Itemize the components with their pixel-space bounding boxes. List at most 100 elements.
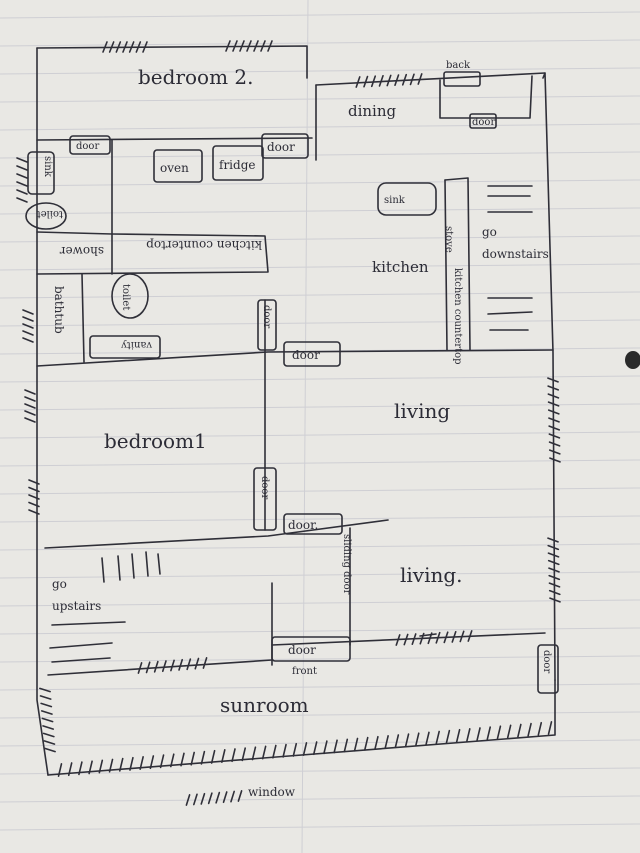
window-hatch xyxy=(190,751,195,766)
label-window: window xyxy=(248,785,296,799)
window-hatch xyxy=(39,687,51,693)
window-hatch xyxy=(506,724,512,739)
room-living-lower: living. xyxy=(400,563,463,587)
window-hatch xyxy=(237,790,243,802)
binder-hole xyxy=(625,351,640,369)
stair-tick xyxy=(145,551,149,577)
window-hatch xyxy=(443,631,449,644)
paper-line xyxy=(0,487,640,495)
paper-line xyxy=(0,515,640,523)
label-door-bedroom1: door xyxy=(259,476,270,499)
window-hatch xyxy=(22,323,34,329)
window-hatch xyxy=(451,630,457,643)
window-hatch xyxy=(323,740,328,755)
window-hatch xyxy=(549,457,561,463)
room-sunroom: sunroom xyxy=(220,693,309,717)
room-dining: dining xyxy=(348,102,397,120)
paper-grid-lines xyxy=(0,11,640,831)
window-hatch xyxy=(24,417,36,423)
window-hatch xyxy=(548,574,561,581)
window-hatch xyxy=(16,181,28,187)
window-hatch xyxy=(142,41,148,53)
walls xyxy=(36,45,556,776)
window-hatch xyxy=(230,790,235,803)
door-bedroom1-side-box xyxy=(283,513,343,535)
paper-line xyxy=(0,375,640,383)
paper-line xyxy=(0,263,640,271)
window-hatch xyxy=(343,738,349,753)
window-hatch xyxy=(547,401,560,407)
window-hatch xyxy=(312,741,318,756)
label-sink-kitchen: sink xyxy=(384,195,406,206)
window-hatch xyxy=(28,494,40,500)
window-hatch xyxy=(28,479,40,485)
window-hatch xyxy=(401,73,408,86)
window-hatch xyxy=(292,742,298,757)
window-hatch xyxy=(115,41,122,53)
window-hatch xyxy=(467,630,473,642)
label-back: back xyxy=(446,60,471,71)
window-hatch xyxy=(28,509,40,515)
label-oven: oven xyxy=(160,161,189,175)
window-hatch xyxy=(517,723,522,738)
window-hatch xyxy=(547,559,560,566)
window-hatch xyxy=(232,40,238,52)
window-hatch xyxy=(395,634,401,646)
window-hatch xyxy=(22,316,34,322)
window-hatch xyxy=(180,752,185,767)
window-hatch xyxy=(282,743,287,758)
window-hatch xyxy=(548,417,560,423)
paper-line xyxy=(0,683,640,691)
door-back-box xyxy=(469,113,497,129)
window-hatch xyxy=(547,721,553,735)
paper-line xyxy=(0,627,640,635)
paper-line xyxy=(0,431,640,439)
room-bedroom-2: bedroom 2. xyxy=(138,65,254,89)
label-door-front: door xyxy=(288,643,316,657)
window-hatch xyxy=(41,717,54,723)
window-hatch xyxy=(241,747,247,762)
paper-line xyxy=(0,95,640,103)
window-hatch xyxy=(43,740,56,745)
stair-tick xyxy=(157,553,161,575)
toilet-bowl xyxy=(25,202,67,230)
window-hatch xyxy=(28,501,40,508)
window-hatch xyxy=(246,40,252,52)
window-hatch xyxy=(118,757,124,772)
stair-step xyxy=(419,633,437,637)
window-hatch xyxy=(496,725,502,740)
window-hatch xyxy=(102,41,108,53)
window-hatch xyxy=(547,552,560,558)
window-hatch xyxy=(547,393,560,399)
label-toilet: toilet xyxy=(37,208,63,219)
stair-tick xyxy=(117,555,121,581)
toilet-2-bowl xyxy=(111,273,149,319)
window-hatch xyxy=(548,582,561,588)
window-hatch xyxy=(170,659,175,672)
label-front: front xyxy=(292,666,317,677)
label-shower: shower xyxy=(60,244,104,258)
oven-box xyxy=(153,149,203,183)
window-hatch xyxy=(40,702,53,708)
window-hatch xyxy=(108,41,115,53)
window-hatch xyxy=(537,721,543,736)
window-hatch xyxy=(186,658,192,671)
window-hatch xyxy=(39,695,52,700)
window-hatch xyxy=(135,41,142,53)
window-hatch xyxy=(547,377,559,383)
paper-line xyxy=(0,291,640,299)
window-hatch xyxy=(22,337,34,343)
window-hatch xyxy=(547,409,560,415)
room-bedroom-1: bedroom1 xyxy=(104,429,207,453)
window-hatch xyxy=(486,726,492,741)
window-hatch xyxy=(403,633,409,646)
label-door-bath-top: door xyxy=(76,141,99,152)
window-hatch xyxy=(239,40,245,52)
door-front-box xyxy=(271,636,351,662)
vanity-box xyxy=(89,335,161,359)
paper-line xyxy=(0,739,640,747)
window-hatch xyxy=(231,748,236,763)
paper-line xyxy=(0,67,640,75)
